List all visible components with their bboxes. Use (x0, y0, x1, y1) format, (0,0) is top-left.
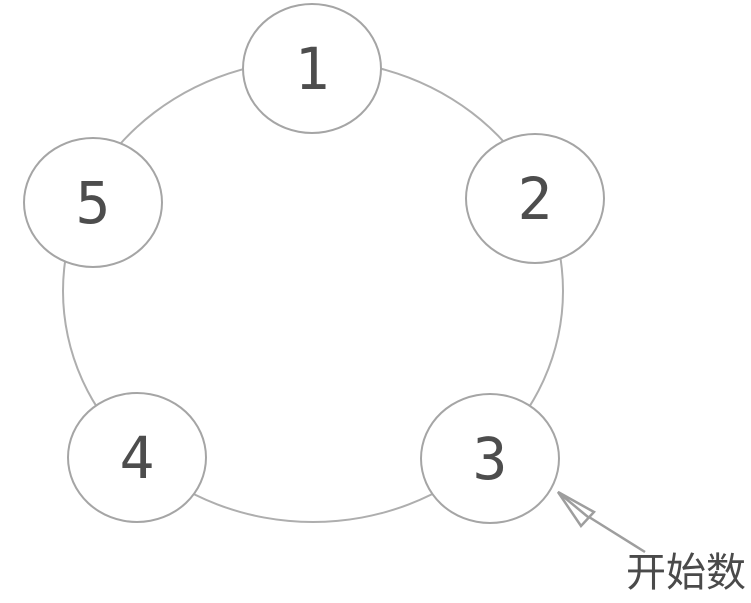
node-2-label: 2 (517, 164, 553, 233)
ring-node-2: 2 (465, 133, 605, 264)
ring-node-4: 4 (67, 392, 207, 523)
ring-node-3: 3 (420, 393, 560, 524)
ring-node-5: 5 (23, 137, 163, 268)
node-4-label: 4 (119, 423, 155, 492)
annotation-start-counting-label: 开始数 (626, 550, 746, 596)
node-3-label: 3 (472, 424, 508, 493)
node-1-label: 1 (294, 34, 330, 103)
ring-node-1: 1 (242, 3, 382, 134)
node-5-label: 5 (75, 168, 111, 237)
